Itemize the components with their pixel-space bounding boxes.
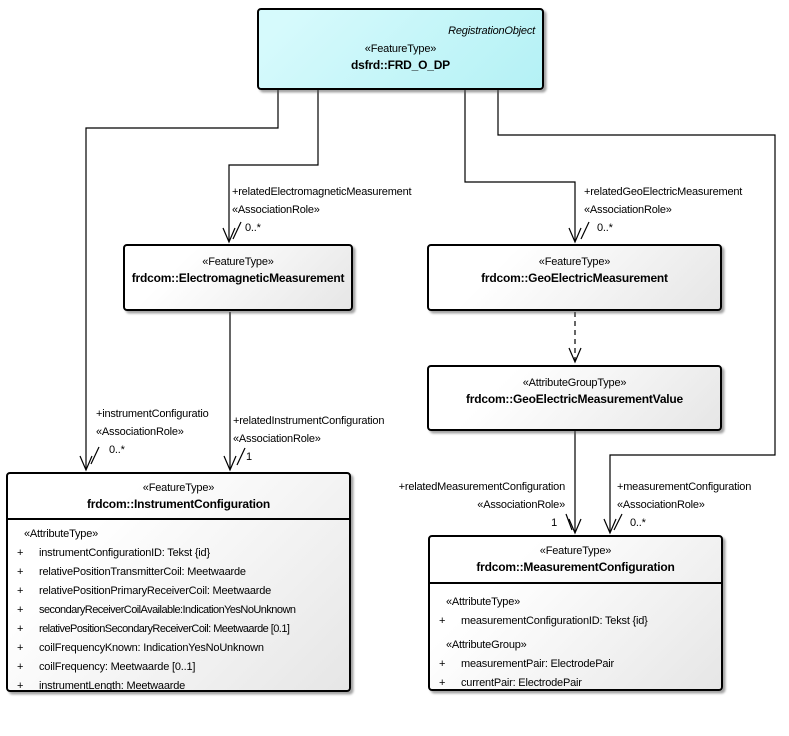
node-geo-electric-measurement-value: «AttributeGroupType» frdcom::GeoElectric… bbox=[427, 365, 722, 431]
mult-tick-measurementconfiguration bbox=[613, 513, 623, 531]
multiplicity: 0..* bbox=[245, 222, 261, 234]
attribute-row: +measurementPair: ElectrodePair bbox=[439, 658, 614, 670]
role-stereotype: «AssociationRole» bbox=[477, 499, 565, 511]
role-stereotype: «AssociationRole» bbox=[233, 433, 321, 445]
attribute-row: +relativePositionTransmitterCoil: Meetwa… bbox=[17, 566, 246, 578]
node-instrument-configuration-header: «FeatureType» frdcom::InstrumentConfigur… bbox=[8, 474, 349, 520]
node-geo-name: frdcom::GeoElectricMeasurement bbox=[481, 271, 668, 285]
node-frd-o-dp-stereotype: «FeatureType» bbox=[364, 43, 437, 55]
multiplicity: 0..* bbox=[597, 222, 613, 234]
node-geo-electric-measurement: «FeatureType» frdcom::GeoElectricMeasure… bbox=[427, 244, 722, 311]
attribute-row: +measurementConfigurationID: Tekst {id} bbox=[439, 615, 648, 627]
role-stereotype: «AssociationRole» bbox=[617, 499, 705, 511]
multiplicity: 0..* bbox=[630, 517, 646, 529]
mult-tick-relatedinstrument bbox=[236, 447, 246, 466]
role-stereotype: «AssociationRole» bbox=[232, 204, 320, 216]
arrowhead-measurementconfiguration-outer bbox=[603, 518, 617, 535]
arrowhead-instrumentconfiguration-inner bbox=[223, 455, 237, 472]
node-measurement-configuration-header: «FeatureType» frdcom::MeasurementConfigu… bbox=[430, 537, 721, 584]
node-frd-o-dp-name: dsfrd::FRD_O_DP bbox=[350, 58, 450, 72]
attribute-row: +instrumentConfigurationID: Tekst {id} bbox=[17, 547, 210, 559]
attribute-row: +coilFrequency: Meetwaarde [0..1] bbox=[17, 661, 196, 673]
edge-frd-to-electromagneticmeasurement bbox=[228, 90, 319, 241]
arrowhead-geovalue bbox=[568, 347, 582, 364]
attribute-section-header: «AttributeType» bbox=[24, 528, 99, 540]
node-measurement-configuration-attributes: «AttributeType» +measurementConfiguratio… bbox=[430, 584, 721, 693]
mult-tick-instrumentconfiguration bbox=[90, 446, 100, 465]
node-meas-stereotype: «FeatureType» bbox=[539, 545, 612, 557]
mult-tick-electromagnetic bbox=[232, 221, 242, 240]
node-instr-stereotype: «FeatureType» bbox=[142, 481, 215, 494]
role-name: +relatedMeasurementConfiguration bbox=[398, 481, 566, 493]
role-name: +relatedGeoElectricMeasurement bbox=[584, 186, 743, 198]
edge-frd-to-instrumentconfiguration bbox=[85, 90, 279, 469]
node-frd-o-dp: RegistrationObject «FeatureType» dsfrd::… bbox=[257, 8, 544, 90]
node-em-name: frdcom::ElectromagneticMeasurement bbox=[131, 271, 345, 285]
arrowhead-electromagneticmeasurement bbox=[222, 227, 236, 244]
arrowhead-geoelectricmeasurement bbox=[568, 227, 582, 244]
node-geovalue-name: frdcom::GeoElectricMeasurementValue bbox=[465, 391, 684, 406]
role-name: +measurementConfiguration bbox=[617, 481, 752, 493]
role-stereotype: «AssociationRole» bbox=[584, 204, 672, 216]
node-instr-name: frdcom::InstrumentConfiguration bbox=[86, 496, 271, 511]
multiplicity: 0..* bbox=[109, 444, 125, 456]
multiplicity: 1 bbox=[551, 517, 557, 529]
node-instrument-configuration: «FeatureType» frdcom::InstrumentConfigur… bbox=[6, 472, 351, 692]
node-measurement-configuration: «FeatureType» frdcom::MeasurementConfigu… bbox=[428, 535, 723, 691]
arrowhead-instrumentconfiguration-outer bbox=[79, 455, 93, 472]
association-label-related-geo-electric: +relatedGeoElectricMeasurement «Associat… bbox=[584, 183, 742, 237]
arrowhead-measurementconfiguration-inner bbox=[568, 518, 582, 535]
role-name: +relatedElectromagneticMeasurement bbox=[232, 186, 412, 198]
mult-tick-geoelectric bbox=[580, 221, 590, 240]
node-geo-stereotype: «FeatureType» bbox=[538, 256, 611, 268]
role-name: +instrumentConfiguratio bbox=[96, 408, 209, 420]
attribute-row: +secondaryReceiverCoilAvailable:Indicati… bbox=[17, 604, 296, 616]
node-geovalue-stereotype: «AttributeGroupType» bbox=[522, 376, 627, 389]
attribute-row: +relativePositionPrimaryReceiverCoil: Me… bbox=[17, 585, 272, 597]
node-em-stereotype: «FeatureType» bbox=[202, 256, 274, 268]
node-instrument-configuration-attributes: «AttributeType» +instrumentConfiguration… bbox=[8, 520, 349, 696]
association-label-instrument-configuration: +instrumentConfiguratio «AssociationRole… bbox=[96, 405, 209, 459]
association-label-related-electromagnetic: +relatedElectromagneticMeasurement «Asso… bbox=[232, 183, 412, 237]
role-name: +relatedInstrumentConfiguration bbox=[233, 415, 385, 427]
attribute-row: +coilFrequencyKnown: IndicationYesNoUnkn… bbox=[17, 642, 264, 654]
attribute-section-header: «AttributeGroup» bbox=[446, 639, 527, 651]
node-frd-o-dp-tagline: RegistrationObject bbox=[448, 25, 535, 37]
attribute-row: +relativePositionSecondaryReceiverCoil: … bbox=[17, 623, 290, 635]
association-label-related-measurement-configuration: +relatedMeasurementConfiguration «Associ… bbox=[370, 478, 566, 532]
attribute-row: +currentPair: ElectrodePair bbox=[439, 677, 582, 689]
edge-frd-to-geoelectricmeasurement bbox=[464, 90, 576, 241]
role-stereotype: «AssociationRole» bbox=[96, 426, 184, 438]
edge-frd-to-measurementconfiguration bbox=[497, 90, 776, 532]
node-meas-name: frdcom::MeasurementConfiguration bbox=[476, 560, 675, 574]
node-electromagnetic-measurement: «FeatureType» frdcom::ElectromagneticMea… bbox=[123, 244, 353, 311]
multiplicity: 1 bbox=[246, 451, 252, 463]
mult-tick-relatedmeasurement bbox=[565, 513, 573, 531]
attribute-row: +instrumentLength: Meetwaarde bbox=[17, 680, 186, 692]
association-label-related-instrument-configuration: +relatedInstrumentConfiguration «Associa… bbox=[233, 412, 384, 466]
association-label-measurement-configuration: +measurementConfiguration «AssociationRo… bbox=[617, 478, 751, 532]
attribute-section-header: «AttributeType» bbox=[446, 596, 521, 608]
